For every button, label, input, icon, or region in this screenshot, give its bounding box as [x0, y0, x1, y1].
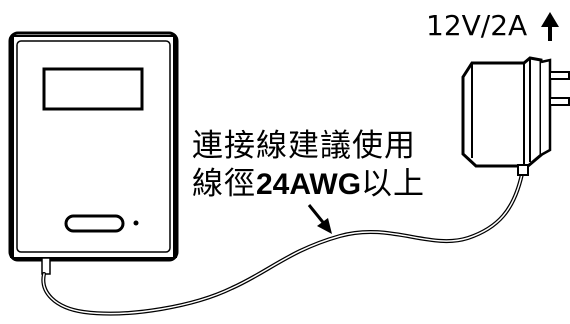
device-icon [8, 31, 179, 275]
power-rating-label: 12V/2A [426, 9, 528, 42]
cable [41, 172, 524, 316]
cable-gauge-spec: 24AWG [256, 168, 362, 201]
device-button[interactable] [64, 214, 125, 233]
up-arrow-icon [541, 12, 559, 41]
cable-note-line-1: 連接線建議使用 [192, 128, 416, 164]
status-led [133, 220, 139, 226]
cable-note-suffix: 以上 [361, 166, 426, 202]
cable-note-line-2: 線徑24AWG以上 [192, 166, 425, 203]
device-display [42, 67, 144, 111]
arrow-icon [307, 204, 332, 234]
device-port [41, 257, 51, 275]
power-adapter-icon [461, 56, 570, 176]
cable-note-prefix: 線徑 [192, 166, 256, 202]
